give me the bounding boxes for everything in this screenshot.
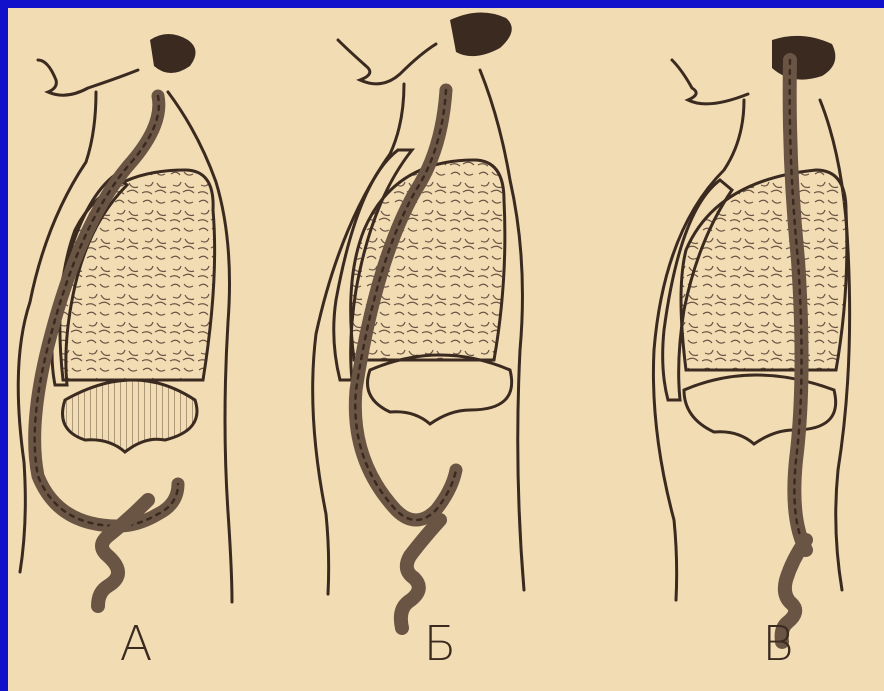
- lung-c: [681, 170, 847, 370]
- figure-label-b: Б: [410, 620, 470, 668]
- anatomical-diagram: [8, 8, 884, 691]
- figure-c: [653, 36, 849, 642]
- figure-a: [18, 34, 232, 606]
- diaphragm-c: [684, 375, 836, 444]
- hair-b: [450, 12, 512, 56]
- figure-b: [313, 12, 524, 628]
- lung-b: [351, 160, 505, 360]
- figure-label-a: А: [106, 620, 166, 668]
- hair-a: [150, 34, 196, 73]
- head-outline-c: [672, 60, 748, 104]
- stomach-tube-b: [401, 520, 440, 628]
- figure-label-c: В: [748, 620, 808, 668]
- diaphragm-a: [63, 380, 198, 452]
- head-outline-a: [38, 60, 138, 95]
- head-outline-b: [338, 40, 436, 84]
- lung-a: [60, 170, 215, 380]
- illustration-sheet: А Б В: [8, 8, 884, 691]
- hair-c: [772, 36, 835, 80]
- diaphragm-b: [368, 355, 512, 424]
- stomach-tube-a: [98, 500, 148, 606]
